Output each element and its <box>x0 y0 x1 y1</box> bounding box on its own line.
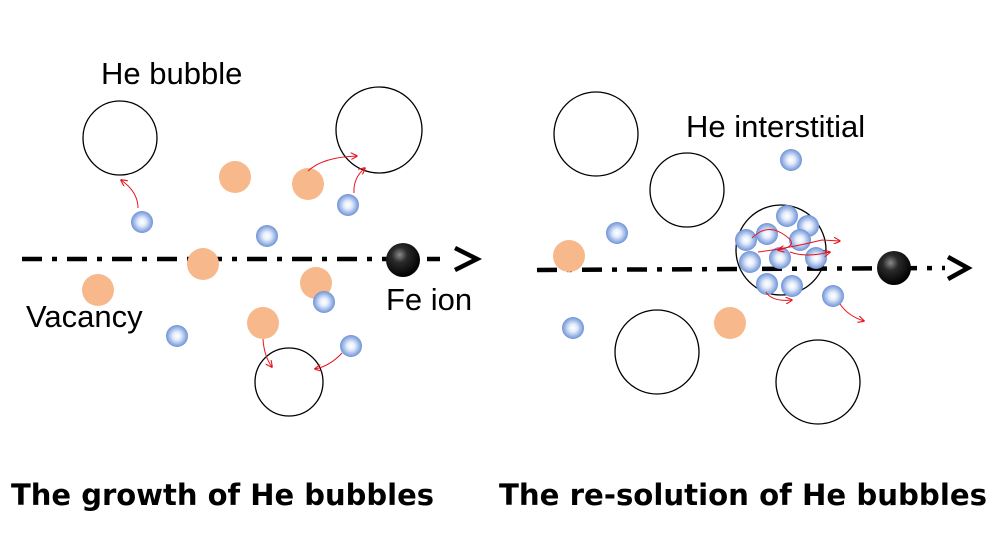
label-he-interstitial: He interstitial <box>686 109 865 144</box>
migration-arrow <box>315 352 343 369</box>
vacancy <box>247 307 279 339</box>
ejection-arrow <box>839 303 864 321</box>
he-atom-in-bubble <box>756 223 778 245</box>
he-atom <box>256 225 278 247</box>
he-bubble <box>775 339 861 425</box>
label-fe-ion: Fe ion <box>386 282 472 317</box>
vacancy <box>292 168 324 200</box>
he-atom-in-bubble <box>769 247 791 269</box>
ejection-arrow <box>765 291 792 300</box>
he-atom-in-bubble <box>805 247 827 269</box>
he-bubble <box>553 91 639 177</box>
vacancy <box>219 161 251 193</box>
he-atom <box>562 317 584 339</box>
he-atom-in-bubble <box>739 251 761 273</box>
he-atom-in-bubble <box>735 229 757 251</box>
he-bubble <box>649 152 725 228</box>
he-bubble <box>335 86 423 174</box>
he-atom <box>313 291 335 313</box>
label-he-bubble: He bubble <box>101 56 242 91</box>
he-atom <box>340 335 362 357</box>
fe-ion <box>386 243 420 277</box>
migration-arrow <box>353 168 365 194</box>
he-atom <box>337 194 359 216</box>
caption-resolution: The re-solution of He bubbles <box>499 478 987 512</box>
trajectory-arrowhead <box>946 255 973 281</box>
he-atom <box>822 285 844 307</box>
vacancy <box>714 307 746 339</box>
vacancy <box>553 240 585 272</box>
he-interstitial-atom <box>780 149 802 171</box>
migration-arrow <box>121 180 139 209</box>
caption-growth: The growth of He bubbles <box>11 478 434 512</box>
trajectory-arrowhead <box>453 245 483 273</box>
migration-arrow <box>307 156 357 172</box>
he-atom-in-bubble <box>776 205 798 227</box>
label-vacancy: Vacancy <box>26 299 143 334</box>
ejection-arrow <box>757 240 840 253</box>
he-bubble <box>254 347 324 417</box>
he-atom-in-bubble <box>789 229 811 251</box>
he-atom <box>166 325 188 347</box>
fe-ion <box>877 251 911 285</box>
he-atom <box>606 222 628 244</box>
ejection-arrow <box>789 252 830 255</box>
right-panel: He interstitial <box>536 91 973 425</box>
he-atom-in-bubble <box>756 273 778 295</box>
he-atom <box>131 211 153 233</box>
vacancy <box>82 274 114 306</box>
migration-arrow <box>262 338 272 367</box>
vacancy <box>187 248 219 280</box>
he-bubble <box>614 309 700 395</box>
he-bubble <box>82 100 158 176</box>
he-atom-in-bubble <box>781 275 803 297</box>
left-panel: He bubble Vacancy Fe ion <box>22 56 483 417</box>
